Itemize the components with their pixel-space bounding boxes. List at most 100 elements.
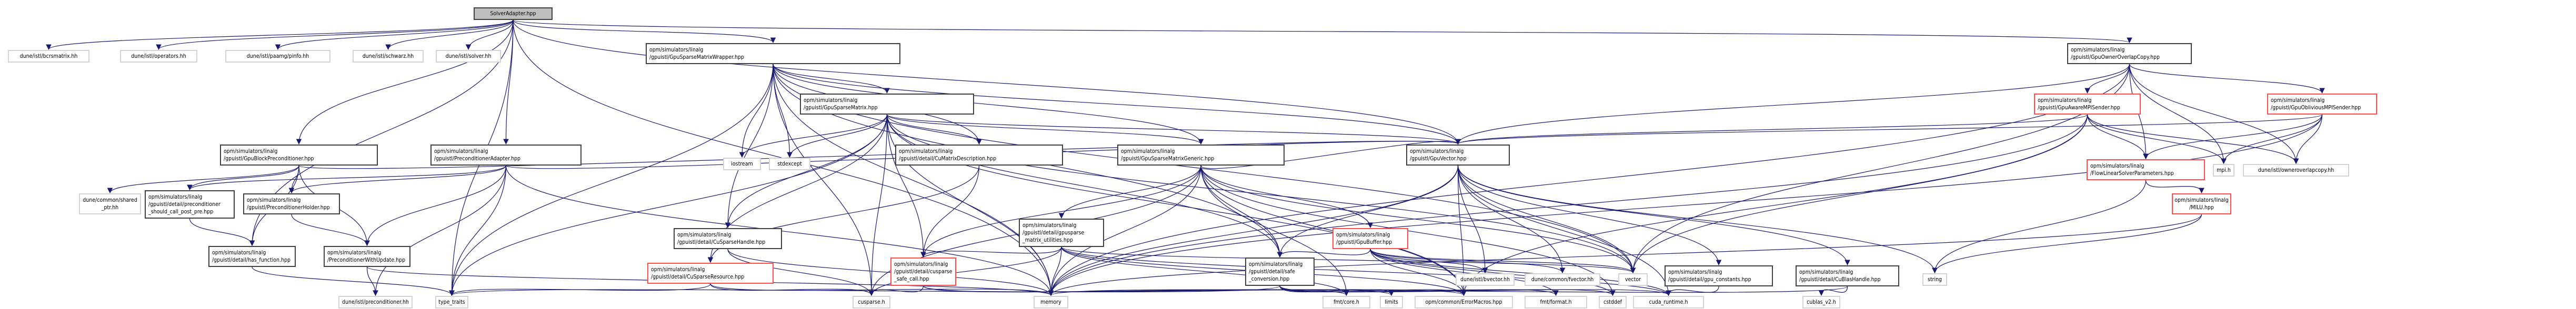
- node-label-line: fmt/format.h: [1540, 299, 1572, 305]
- node-cublas-v2-h[interactable]: cublas_v2.h: [1802, 296, 1840, 308]
- node-pinfo[interactable]: dune/istl/paamg/pinfo.hh: [225, 50, 330, 63]
- edge-gpuconst-to-cudaruntime: [1666, 286, 1719, 296]
- node-schwarz[interactable]: dune/istl/schwarz.hh: [353, 50, 424, 63]
- node-preconditioner-holder[interactable]: opm/simulators/linalg/gpuistl/Preconditi…: [243, 193, 340, 214]
- node-fmt-format-h[interactable]: fmt/format.h: [1525, 296, 1587, 308]
- node-gpusparse-matrix-utilities[interactable]: opm/simulators/linalg/gpuistl/detail/gpu…: [1019, 219, 1104, 247]
- node-label-line: opm/simulators/linalg: [804, 97, 858, 104]
- edge-oblivious-to-gpuvector: [1455, 114, 2323, 145]
- node-preconditioner-should-call-post-pre[interactable]: opm/simulators/linalg/gpuistl/detail/pre…: [145, 190, 235, 219]
- edge-generic-to-memory: [1048, 165, 1201, 296]
- node-label-line: opm/simulators/linalg: [677, 232, 731, 238]
- node-bcrsmatrix[interactable]: dune/istl/bcrsmatrix.hh: [8, 50, 89, 63]
- node-solver[interactable]: dune/istl/solver.hh: [436, 50, 501, 63]
- node-gpu-constants[interactable]: opm/simulators/linalg/gpuistl/detail/gpu…: [1665, 265, 1773, 286]
- node-safe-conversion[interactable]: opm/simulators/linalg/gpuistl/detail/saf…: [1245, 258, 1315, 286]
- node-limits[interactable]: limits: [1380, 296, 1403, 308]
- node-owneroverlapcopy-hh[interactable]: dune/istl/owneroverlapcopy.hh: [2243, 164, 2349, 177]
- node-cusparse-h[interactable]: cusparse.h: [853, 296, 890, 308]
- edge-utilities-to-vector: [1061, 246, 1636, 274]
- node-memory[interactable]: memory: [1034, 296, 1068, 308]
- node-cstddef[interactable]: cstddef: [1599, 296, 1627, 308]
- node-cusparse-safe-call[interactable]: opm/simulators/linalg/gpuistl/detail/cus…: [890, 258, 956, 286]
- edge-gpuvector-to-memory: [1048, 165, 1459, 296]
- node-label-line: opm/simulators/linalg: [894, 261, 948, 267]
- node-label-line: opm/simulators/linalg: [2271, 97, 2325, 104]
- node-gpu-buffer[interactable]: opm/simulators/linalg/gpuistl/GpuBuffer.…: [1332, 228, 1408, 249]
- edge-precadapter-to-prechh: [373, 165, 507, 296]
- node-label-line: opm/simulators/linalg: [1799, 269, 1853, 275]
- node-flow-linear-solver-parameters[interactable]: opm/simulators/linalg/FlowLinearSolverPa…: [2087, 159, 2205, 180]
- node-gpu-sparse-matrix[interactable]: opm/simulators/linalg/gpuistl/GpuSparseM…: [800, 94, 974, 115]
- node-gpu-sparse-matrix-wrapper[interactable]: opm/simulators/linalg/gpuistl/GpuSparseM…: [646, 43, 900, 64]
- edge-sparse-to-generic: [886, 114, 1204, 145]
- node-mpi-h[interactable]: mpi.h: [2213, 164, 2234, 177]
- node-gpu-sparse-matrix-generic[interactable]: opm/simulators/linalg/gpuistl/GpuSparseM…: [1117, 145, 1285, 166]
- node-cu-sparse-resource[interactable]: opm/simulators/linalg/gpuistl/detail/CuS…: [647, 263, 774, 284]
- node-fvector[interactable]: dune/common/fvector.hh: [1525, 273, 1600, 286]
- node-has-function[interactable]: opm/simulators/linalg/gpuistl/detail/has…: [208, 246, 296, 267]
- edge-gpubuffer-to-vector: [1370, 249, 1636, 274]
- node-cuda-runtime-h[interactable]: cuda_runtime.h: [1633, 296, 1704, 308]
- node-label-line: opm/simulators/linalg: [212, 250, 266, 256]
- node-preconditioner-with-update[interactable]: opm/simulators/linalg/PreconditionerWith…: [324, 246, 410, 267]
- node-label-line: opm/simulators/linalg: [1023, 222, 1077, 229]
- node-milu[interactable]: opm/simulators/linalg/MILU.hpp: [2172, 193, 2231, 214]
- node-label-line: _ptr.hh: [101, 204, 119, 211]
- edge-flowparams-to-string: [1932, 180, 2147, 274]
- node-operators[interactable]: dune/istl/operators.hh: [120, 50, 197, 63]
- edge-ownercopy_gpu-to-aware: [2084, 64, 2130, 94]
- node-type-traits[interactable]: type_traits: [435, 296, 468, 308]
- node-fmt-core-h[interactable]: fmt/core.h: [1322, 296, 1370, 308]
- node-label-line: opm/simulators/linalg: [2174, 197, 2229, 203]
- edge-sparse-to-iostream: [739, 114, 888, 158]
- node-label-line: /gpuistl/detail/CuMatrixDescription.hpp: [899, 156, 997, 162]
- node-label-line: dune/istl/operators.hh: [131, 53, 186, 59]
- edge-generic-to-errormacros: [1200, 165, 1467, 296]
- node-label-line: /MILU.hpp: [2189, 204, 2214, 211]
- node-error-macros[interactable]: opm/common/ErrorMacros.hpp: [1415, 296, 1513, 308]
- node-stdexcept[interactable]: stdexcept: [769, 158, 810, 170]
- edge-blockprec-to-postpre: [187, 165, 299, 191]
- edge-wrapper-to-cusparsehandle: [725, 64, 774, 229]
- node-label-line: opm/simulators/linalg: [1121, 148, 1175, 154]
- node-preconditioner-adapter[interactable]: opm/simulators/linalg/gpuistl/Preconditi…: [430, 145, 582, 166]
- node-label-line: dune/istl/solver.hh: [445, 53, 492, 59]
- edge-cusparseres-to-cusparseh: [710, 283, 875, 296]
- node-label-line: cuda_runtime.h: [1649, 299, 1688, 305]
- node-label-line: dune/istl/bvector.hh: [1460, 276, 1510, 283]
- node-label-line: opm/simulators/linalg: [327, 250, 382, 256]
- node-cu-blas-handle[interactable]: opm/simulators/linalg/gpuistl/detail/CuB…: [1796, 265, 1899, 286]
- node-gpu-owner-overlap-copy[interactable]: opm/simulators/linalg/gpuistl/GpuOwnerOv…: [2067, 43, 2192, 64]
- node-cu-sparse-handle[interactable]: opm/simulators/linalg/gpuistl/detail/CuS…: [674, 228, 782, 249]
- edge-sparse-to-gpuvector: [886, 114, 1461, 145]
- node-label-line: opm/simulators/linalg: [651, 266, 705, 273]
- node-label-line: /gpuistl/detail/CuSparseHandle.hpp: [677, 239, 766, 245]
- node-label-line: dune/istl/preconditioner.hh: [342, 299, 409, 305]
- node-label-line: /gpuistl/detail/preconditioner: [148, 201, 220, 208]
- node-gpu-vector[interactable]: opm/simulators/linalg/gpuistl/GpuVector.…: [1406, 145, 1510, 166]
- node-root[interactable]: SolverAdapter.hpp: [474, 7, 553, 20]
- node-gpu-aware-mpi-sender[interactable]: opm/simulators/linalg/gpuistl/GpuAwareMP…: [2034, 94, 2141, 115]
- node-vector[interactable]: vector: [1618, 273, 1648, 286]
- node-label-line: opm/simulators/linalg: [224, 148, 278, 154]
- node-label-line: memory: [1040, 299, 1061, 305]
- node-label-line: opm/simulators/linalg: [1668, 269, 1722, 275]
- node-label-line: /gpuistl/PreconditionerAdapter.hpp: [434, 156, 521, 162]
- edge-wrapper-to-gpuvector: [773, 64, 1461, 145]
- node-iostream[interactable]: iostream: [723, 158, 761, 170]
- node-shared-ptr[interactable]: dune/common/shared_ptr.hh: [79, 193, 141, 214]
- node-bvector[interactable]: dune/istl/bvector.hh: [1456, 273, 1515, 286]
- node-preconditioner-hh[interactable]: dune/istl/preconditioner.hh: [338, 296, 413, 308]
- node-cu-matrix-description[interactable]: opm/simulators/linalg/gpuistl/detail/CuM…: [895, 145, 1063, 166]
- node-label-line: opm/simulators/linalg: [649, 47, 704, 53]
- node-label-line: dune/common/fvector.hh: [1531, 276, 1594, 283]
- edge-aware-to-flowparams: [2087, 114, 2149, 160]
- node-string[interactable]: string: [1922, 273, 1947, 286]
- node-gpu-block-preconditioner[interactable]: opm/simulators/linalg/gpuistl/GpuBlockPr…: [220, 145, 378, 166]
- node-label-line: opm/simulators/linalg: [899, 148, 953, 154]
- node-label-line: iostream: [731, 161, 753, 167]
- node-label-line: /gpuistl/detail/gpusparse: [1023, 230, 1085, 236]
- edge-precadapter-to-postpre: [187, 165, 507, 191]
- node-gpu-oblivious-mpi-sender[interactable]: opm/simulators/linalg/gpuistl/GpuOblivio…: [2267, 94, 2377, 115]
